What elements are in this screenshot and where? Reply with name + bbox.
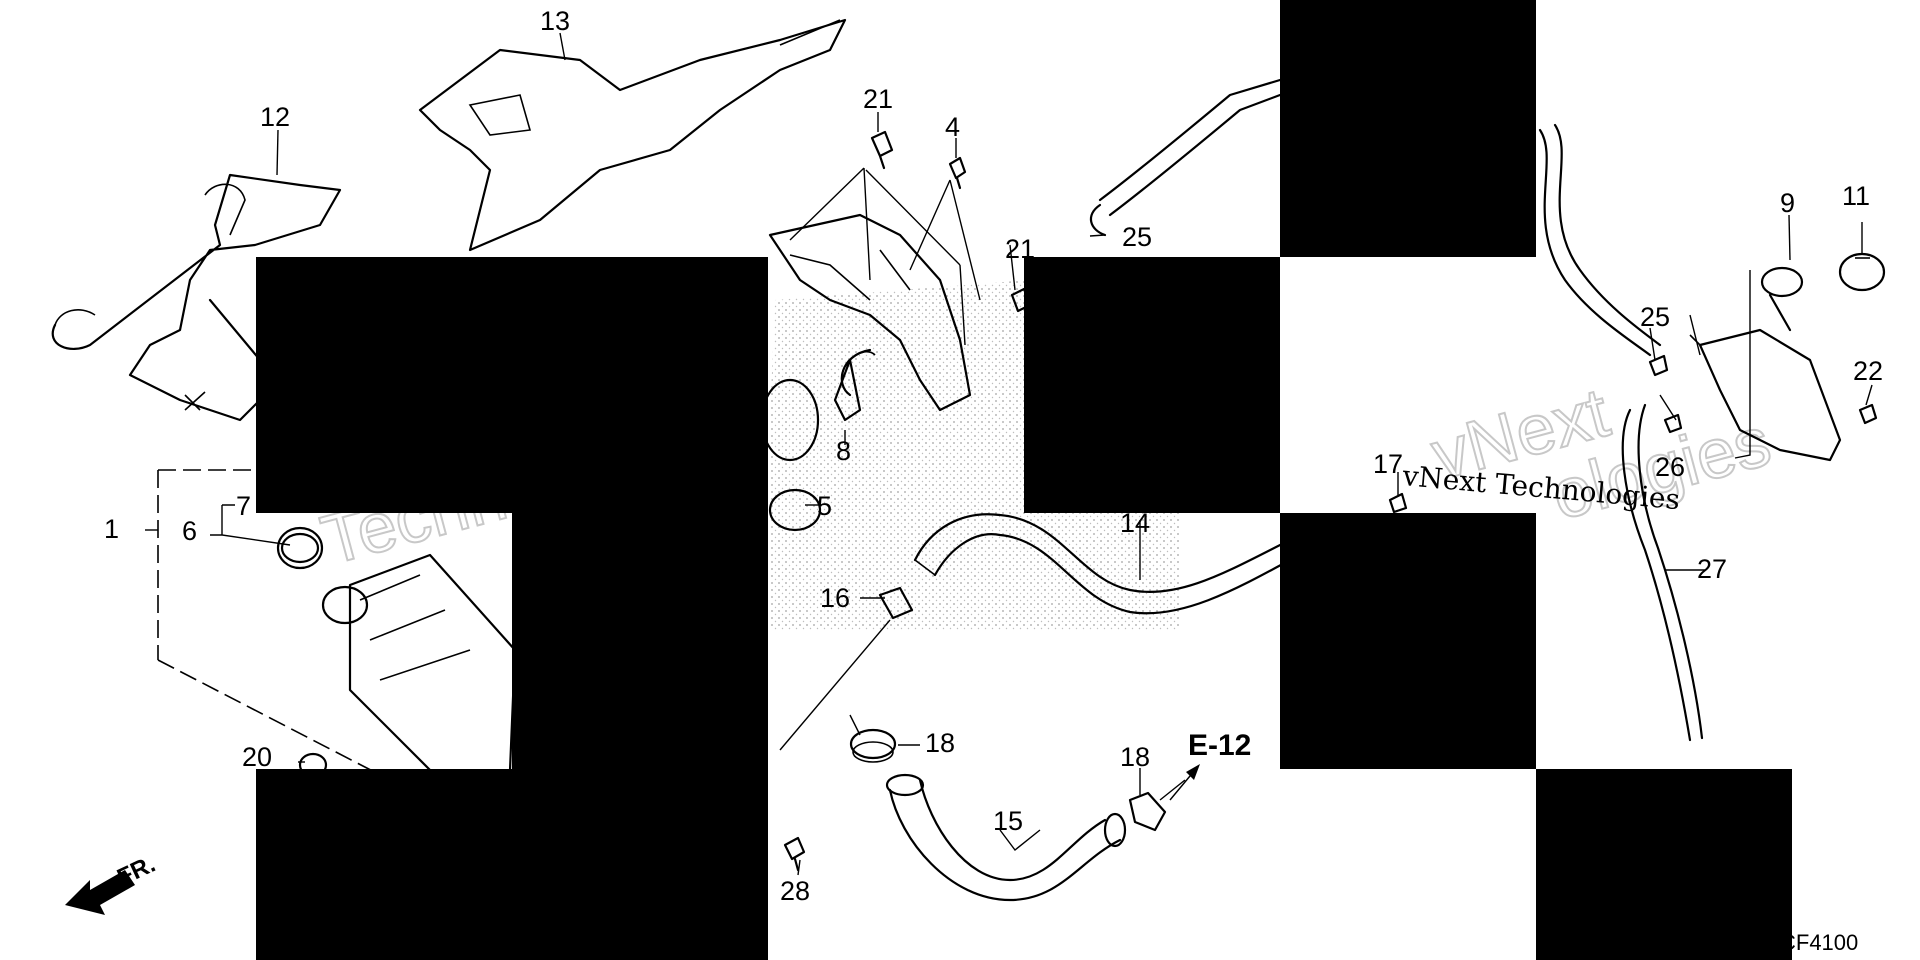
part-14-hose [913, 513, 1292, 615]
callout-4: 4 [945, 112, 960, 142]
callout-28: 28 [780, 876, 810, 906]
callout-8: 8 [836, 436, 851, 466]
callout-15: 15 [993, 806, 1023, 836]
front-arrow-icon [65, 870, 135, 915]
part-13-cover [418, 18, 847, 252]
clamp-18-right [1128, 791, 1167, 832]
callout-9: 9 [1780, 188, 1795, 218]
callout-27: 27 [1697, 554, 1727, 584]
callout-13: 13 [540, 6, 570, 36]
callout-5: 5 [817, 491, 832, 521]
occlusion-masks [256, 0, 1792, 960]
callout-18-right: 18 [1120, 742, 1150, 772]
mask-block-4 [1024, 257, 1280, 513]
bolt-28 [783, 836, 806, 872]
bolt-4 [948, 156, 967, 190]
mask-block-1 [256, 257, 768, 513]
mask-block-3 [256, 769, 768, 960]
callout-22: 22 [1853, 356, 1883, 386]
mask-block-2 [512, 513, 768, 769]
callout-20: 20 [242, 742, 272, 772]
assembly-1-bracket [145, 469, 391, 781]
clip-17 [1388, 492, 1408, 514]
cap-6 [280, 532, 320, 564]
callout-7: 7 [236, 491, 251, 521]
callout-11: 11 [1842, 181, 1870, 211]
upper-hose [1098, 78, 1662, 357]
callout-26: 26 [1655, 452, 1685, 482]
part-27-tube [1621, 403, 1704, 742]
callout-1: 1 [104, 514, 119, 544]
clamp-18-left [849, 728, 897, 763]
clip-25-right [1648, 354, 1669, 377]
part-8-sensor [833, 348, 876, 422]
ref-arrow [1169, 764, 1200, 801]
diagram-code: CF4100 [1780, 930, 1858, 955]
bolt-21-top [870, 130, 894, 170]
callout-16: 16 [820, 583, 850, 613]
part-15-hose [885, 773, 1127, 902]
part-3-bracket [768, 213, 972, 412]
mask-block-6 [1280, 513, 1536, 769]
callout-12: 12 [260, 102, 290, 132]
callout-25-right: 25 [1640, 302, 1670, 332]
mask-block-5 [1280, 0, 1536, 257]
part-1-radiator [276, 526, 517, 782]
callout-21-top: 21 [863, 84, 893, 114]
callout-25-top: 25 [1122, 222, 1152, 252]
clamp-16 [878, 586, 914, 620]
small-hose-25 [1089, 203, 1107, 237]
callout-6: 6 [182, 516, 197, 546]
callout-17: 17 [1373, 449, 1403, 479]
part-12-duct [51, 173, 342, 422]
leader-lines [276, 32, 1873, 876]
bolt-22 [1858, 403, 1878, 425]
callout-18-left: 18 [925, 728, 955, 758]
mask-block-7 [1536, 769, 1792, 960]
reference-label: E-12 [1188, 729, 1251, 762]
